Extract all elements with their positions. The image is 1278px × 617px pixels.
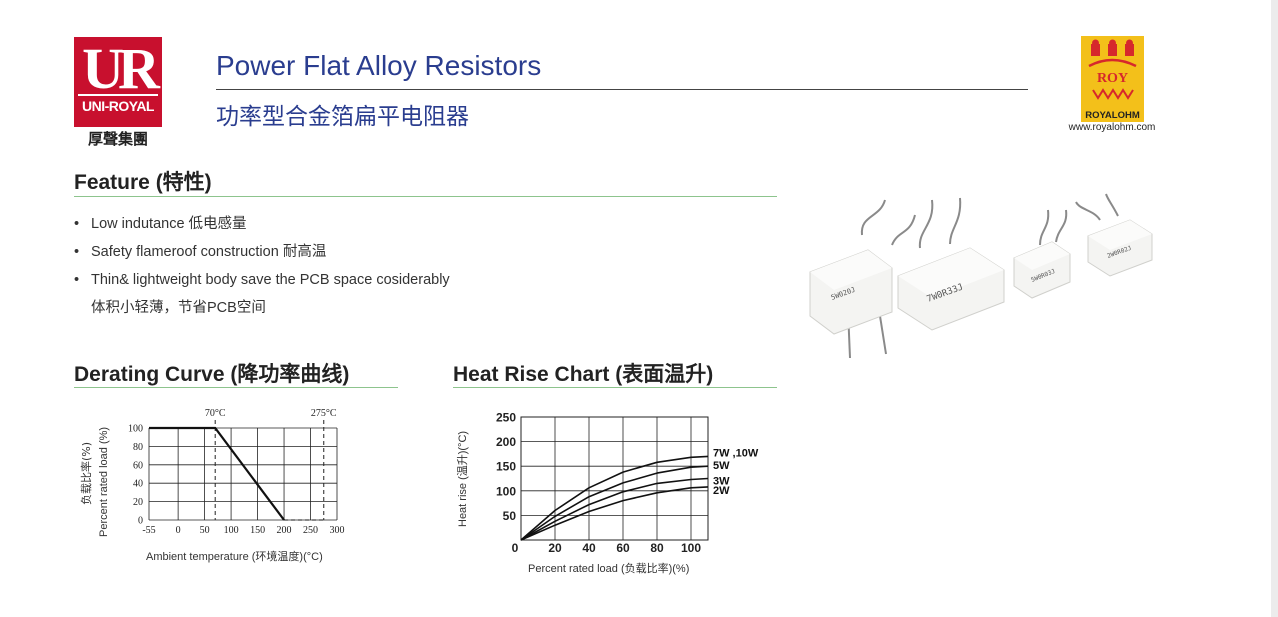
- feature-heading: Feature (特性): [74, 171, 212, 194]
- series-label: 3W: [713, 476, 730, 488]
- website-link[interactable]: www.royalohm.com: [1068, 122, 1156, 133]
- logo-mark: ROY: [1097, 71, 1128, 86]
- title-divider: [216, 89, 1028, 90]
- temperature-annotation: 70°C: [205, 408, 226, 419]
- xtick-label: 100: [681, 541, 701, 555]
- royalohm-emblem-icon: ROY ROYALOHM: [1085, 39, 1140, 121]
- derating-line: [149, 426, 285, 521]
- derating-ylabel-cn: 负载比率(%): [80, 441, 93, 505]
- ytick-label: 40: [133, 479, 143, 490]
- page-title: Power Flat Alloy Resistors: [216, 50, 542, 81]
- xtick-label: 20: [548, 541, 562, 555]
- list-item: •Thin& lightweight body save the PCB spa…: [74, 272, 450, 288]
- derating-heading: Derating Curve (降功率曲线): [74, 363, 350, 386]
- series-line-0: [520, 455, 709, 541]
- heatrise-ylabel: Heat rise (温升)(°C): [457, 430, 469, 527]
- royalohm-logo: ROY ROYALOHM: [1081, 36, 1144, 122]
- feature-list: •Low indutance 低电感量 •Safety flameroof co…: [74, 210, 450, 322]
- ytick-label: 20: [133, 497, 143, 508]
- ytick-label: 200: [496, 435, 516, 449]
- xtick-label: 150: [250, 525, 265, 536]
- derating-divider: [74, 387, 398, 388]
- series-line-1: [520, 465, 709, 541]
- xtick-label: 0: [512, 541, 519, 555]
- ytick-label: 0: [138, 516, 143, 527]
- ytick-label: 50: [503, 509, 517, 523]
- heatrise-divider: [453, 387, 777, 388]
- xtick-label: -55: [142, 525, 155, 536]
- page-edge: [1271, 0, 1278, 617]
- series-line-2: [520, 477, 709, 541]
- ytick-label: 100: [128, 424, 143, 435]
- temperature-annotation: 275°C: [311, 408, 337, 419]
- series-label: 2W: [713, 485, 730, 497]
- heatrise-xlabel: Percent rated load (负载比率)(%): [528, 563, 690, 575]
- uni-royal-logo: UR UNI-ROYAL: [74, 36, 162, 127]
- product-photo: 5W020J 7W0R33J 5W0R03J 2W0R02J: [800, 190, 1180, 370]
- resistor-1: 5W020J: [809, 249, 893, 335]
- xtick-label: 100: [224, 525, 239, 536]
- ytick-label: 250: [496, 411, 516, 425]
- derating-xlabel: Ambient temperature (环境温度)(°C): [146, 551, 323, 563]
- series-label: 5W: [713, 460, 730, 472]
- xtick-label: 60: [616, 541, 630, 555]
- list-item: •Safety flameroof construction 耐高温: [74, 244, 327, 260]
- xtick-label: 80: [650, 541, 664, 555]
- heatrise-heading: Heat Rise Chart (表面温升): [453, 363, 714, 386]
- xtick-label: 50: [200, 525, 210, 536]
- feature-divider: [74, 196, 777, 197]
- ytick-label: 60: [133, 460, 143, 471]
- logo-chinese: 厚聲集團: [87, 130, 148, 148]
- xtick-label: 40: [582, 541, 596, 555]
- ytick-label: 80: [133, 442, 143, 453]
- xtick-label: 0: [176, 525, 181, 536]
- resistor-4: 2W0R02J: [1087, 219, 1153, 277]
- xtick-label: 250: [303, 525, 318, 536]
- series-line-3: [520, 486, 709, 541]
- logo-text: UNI-ROYAL: [82, 98, 155, 114]
- logo-name: ROYALOHM: [1085, 110, 1140, 121]
- list-item-continuation: 体积小轻薄，节省PCB空间: [91, 300, 266, 316]
- ytick-label: 150: [496, 460, 516, 474]
- xtick-label: 200: [277, 525, 292, 536]
- list-item: •Low indutance 低电感量: [74, 216, 247, 232]
- resistor-2: 7W0R33J: [897, 247, 1005, 331]
- xtick-label: 300: [330, 525, 345, 536]
- logo-letters: UR: [82, 36, 160, 101]
- page-subtitle-chinese: 功率型合金箔扁平电阻器: [216, 104, 469, 130]
- derating-ylabel-en: Percent rated load (%): [98, 426, 110, 537]
- series-label: 7W ,10W: [713, 447, 759, 459]
- resistor-3: 5W0R03J: [1013, 241, 1071, 299]
- ytick-label: 100: [496, 484, 516, 498]
- plot-frame: [520, 416, 709, 541]
